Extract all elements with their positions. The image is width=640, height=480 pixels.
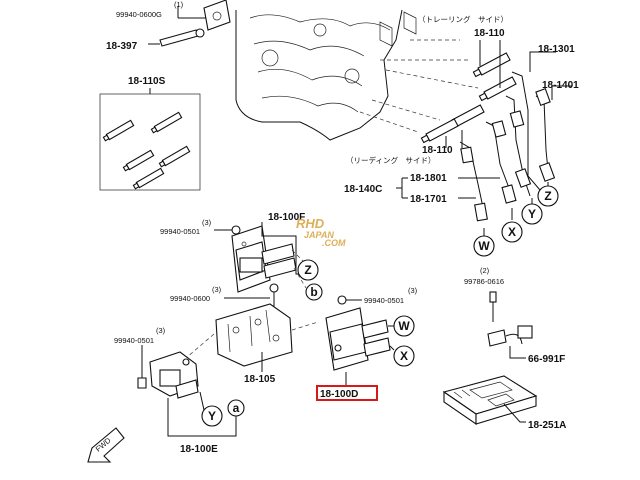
screw-99786-0616: [489, 291, 497, 322]
bolt-99940-0501-b: [337, 295, 347, 305]
label-18-100D: 18-100D: [320, 389, 358, 400]
svg-text:W: W: [398, 319, 410, 333]
highlight-box: [316, 385, 378, 401]
bracket-18-105: [215, 303, 293, 367]
label-99940-0600: 99940-0600: [170, 294, 210, 303]
label-18-1701: 18-1701: [410, 194, 447, 205]
bolt-99940-0600G: [203, 0, 231, 31]
bolt-99940-0501-a: [231, 225, 241, 235]
label-18-110-top: 18-110: [474, 28, 505, 39]
svg-text:b: b: [310, 285, 317, 299]
label-18-1801: 18-1801: [410, 173, 447, 184]
spark-plugs-leading: [420, 104, 485, 144]
engine-block: [235, 9, 417, 141]
connector-b-mid: b: [305, 283, 323, 301]
svg-text:Y: Y: [528, 207, 536, 221]
svg-text:a: a: [233, 401, 240, 415]
connector-Z-mid: Z: [297, 259, 319, 281]
svg-text:W: W: [478, 239, 490, 253]
connector-Z-top: Z: [537, 185, 559, 207]
watermark-logo: RHD JAPAN .COM: [296, 216, 346, 248]
bolt-99940-0501-c: [137, 377, 147, 389]
spark-plug-set-box: [99, 93, 201, 191]
ignition-coil-18-100E: [149, 351, 199, 399]
label-18-1301: 18-1301: [538, 44, 575, 55]
svg-text:.COM: .COM: [322, 238, 346, 248]
ignition-coil-18-100D: [325, 307, 391, 371]
qty-99940-0501-a: (3): [202, 218, 212, 227]
fwd-arrow: [87, 427, 125, 463]
svg-text:X: X: [508, 225, 516, 239]
label-99786-0616: 99786-0616: [464, 277, 504, 286]
label-99940-0501-a: 99940-0501: [160, 227, 200, 236]
connector-a-low: a: [227, 399, 245, 417]
qty-99940-0600G: (1): [174, 0, 184, 9]
connector-W-mid: W: [393, 315, 415, 337]
svg-text:Y: Y: [208, 409, 216, 423]
label-18-140C: 18-140C: [344, 184, 382, 195]
qty-99940-0600: (3): [212, 285, 222, 294]
label-18-110S: 18-110S: [128, 76, 166, 87]
qty-99940-0501-c: (3): [156, 326, 166, 335]
label-leading-side: （リーディング サイド）: [346, 155, 435, 165]
label-99940-0501-c: 99940-0501: [114, 336, 154, 345]
ignition-module-18-251A: [442, 375, 538, 426]
qty-99940-0501-b: (3): [408, 286, 418, 295]
spark-plugs-trailing: [472, 52, 517, 102]
label-trailing-side: （トレーリング サイド）: [418, 14, 508, 24]
label-99940-0600G: 99940-0600G: [116, 10, 162, 19]
connector-X-top: X: [501, 221, 523, 243]
connector-66-991F: [487, 325, 533, 347]
label-18-100E: 18-100E: [180, 444, 218, 455]
connector-Y-low: Y: [201, 405, 223, 427]
qty-99786-0616: (2): [480, 266, 490, 275]
label-18-100F: 18-100F: [268, 212, 305, 223]
ignition-coil-18-100F: [231, 225, 297, 293]
connector-X-mid: X: [393, 345, 415, 367]
svg-text:JAPAN: JAPAN: [304, 230, 334, 240]
label-99940-0501-b: 99940-0501: [364, 296, 404, 305]
label-18-251A: 18-251A: [528, 420, 566, 431]
bolt-99940-0600: [269, 283, 279, 308]
svg-text:RHD: RHD: [296, 216, 325, 231]
label-18-1401: 18-1401: [542, 80, 579, 91]
svg-text:Z: Z: [304, 263, 311, 277]
connector-Y-top: Y: [521, 203, 543, 225]
label-18-110-bottom: 18-110: [422, 145, 453, 156]
label-18-105: 18-105: [244, 374, 276, 385]
svg-text:Z: Z: [544, 189, 551, 203]
label-66-991F: 66-991F: [528, 354, 565, 365]
svg-text:X: X: [400, 349, 408, 363]
connector-W-top: W: [473, 235, 495, 257]
plug-wires: [459, 71, 556, 222]
label-18-397: 18-397: [106, 41, 138, 52]
part-18-397: [159, 28, 205, 47]
